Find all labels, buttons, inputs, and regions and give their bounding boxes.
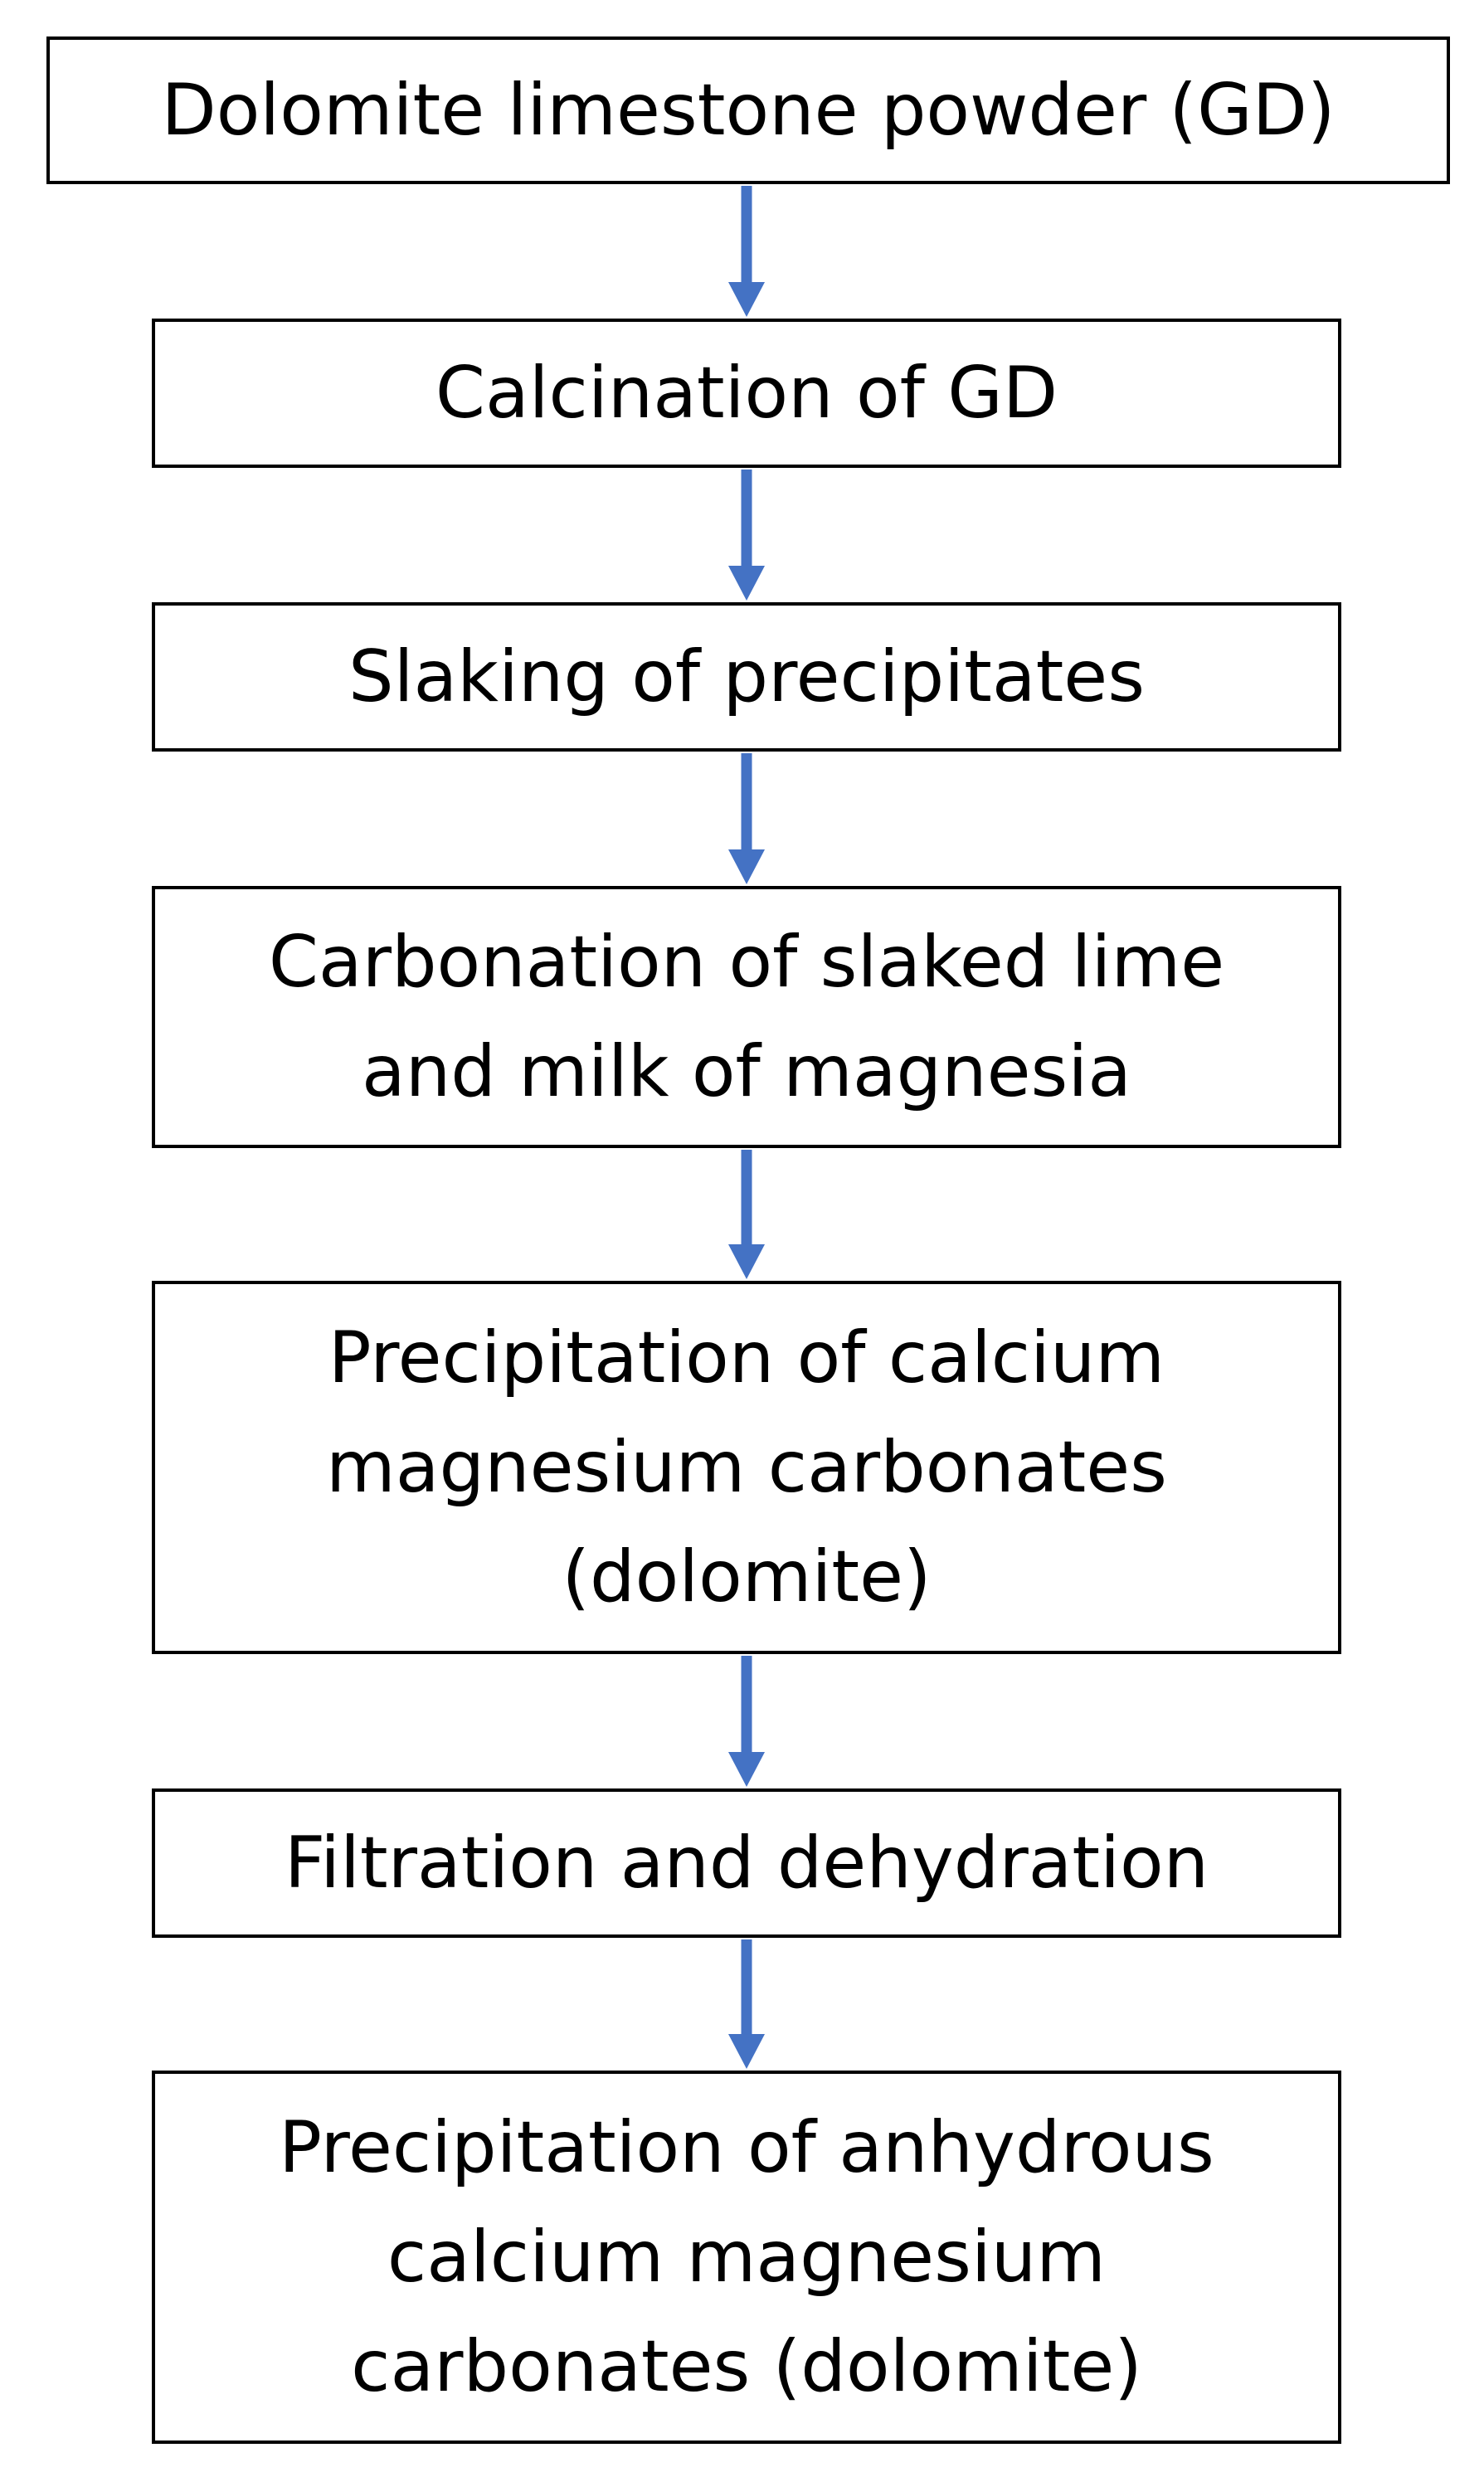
step-label-line-1: Precipitation of anhydrous <box>279 2106 1214 2189</box>
arrow-6 <box>728 1939 765 2069</box>
arrow-4 <box>728 1150 765 1279</box>
step-label: Filtration and dehydration <box>284 1822 1209 1905</box>
step-dolomite-limestone-powder: Dolomite limestone powder (GD) <box>46 36 1450 184</box>
step-label-line-3: (dolomite) <box>562 1535 932 1618</box>
step-label-line-1: Carbonation of slaked lime <box>268 921 1225 1004</box>
step-label-line-3: carbonates (dolomite) <box>351 2325 1142 2408</box>
arrow-3 <box>728 753 765 884</box>
step-filtration-dehydration: Filtration and dehydration <box>152 1788 1341 1938</box>
step-calcination: Calcination of GD <box>152 319 1341 468</box>
step-label-line-2: magnesium carbonates <box>326 1426 1167 1509</box>
step-label: Calcination of GD <box>435 352 1058 435</box>
step-label-line-2: calcium magnesium <box>387 2216 1107 2299</box>
step-precipitation-dolomite: Precipitation of calcium magnesium carbo… <box>152 1281 1341 1654</box>
step-label: Slaking of precipitates <box>348 635 1146 718</box>
step-label: Dolomite limestone powder (GD) <box>161 69 1336 152</box>
step-label-line-1: Precipitation of calcium <box>328 1316 1165 1399</box>
arrow-1 <box>728 186 765 317</box>
step-slaking: Slaking of precipitates <box>152 602 1341 752</box>
step-carbonation: Carbonation of slaked lime and milk of m… <box>152 886 1341 1148</box>
arrow-2 <box>728 470 765 601</box>
step-precipitation-anhydrous-dolomite: Precipitation of anhydrous calcium magne… <box>152 2071 1341 2444</box>
arrow-5 <box>728 1656 765 1787</box>
step-label-line-2: and milk of magnesia <box>362 1030 1131 1113</box>
